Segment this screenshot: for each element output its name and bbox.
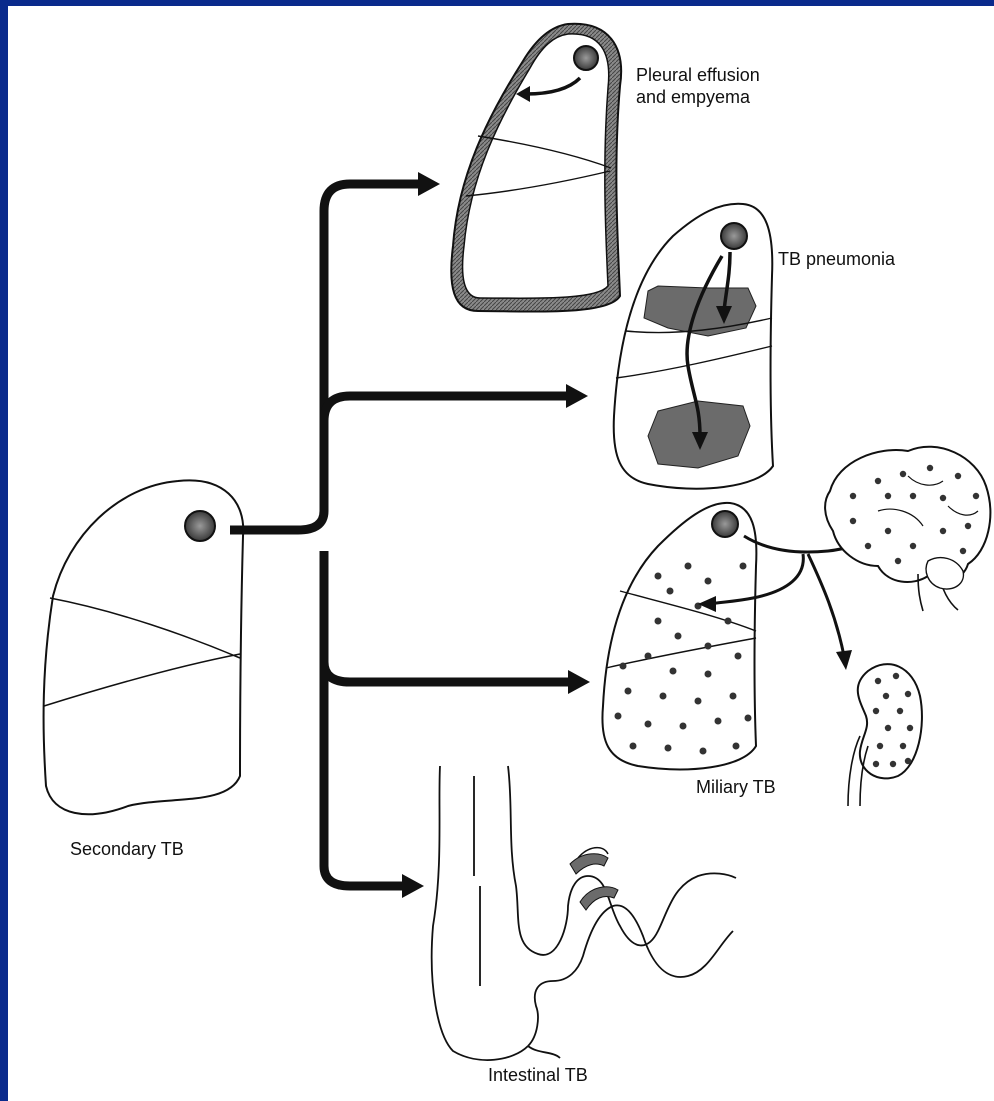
tubercle-dot: [885, 725, 891, 731]
pleural-effusion-label-line2: and empyema: [636, 86, 760, 108]
primary-lesion: [185, 511, 215, 541]
tubercle-dot: [670, 668, 677, 675]
tubercle-dot: [700, 748, 707, 755]
tubercle-dot: [740, 563, 747, 570]
tubercle-dot: [897, 708, 903, 714]
tubercle-dot: [875, 478, 881, 484]
tubercle-dot: [645, 721, 652, 728]
intestinal-tb-label: Intestinal TB: [488, 1064, 588, 1086]
tubercle-dot: [905, 758, 911, 764]
tubercle-dot: [850, 518, 856, 524]
brain: [825, 447, 990, 611]
tubercle-dot: [940, 528, 946, 534]
tubercle-dot: [940, 495, 946, 501]
tubercle-dot: [960, 548, 966, 554]
tubercle-dot: [695, 698, 702, 705]
tb-pneumonia-label: TB pneumonia: [778, 248, 895, 270]
tubercle-dot: [665, 745, 672, 752]
secondary-tb-label: Secondary TB: [70, 838, 184, 860]
tubercle-dot: [883, 693, 889, 699]
tubercle-dot: [885, 528, 891, 534]
tubercle-dot: [850, 493, 856, 499]
tubercle-dot: [685, 563, 692, 570]
tubercle-dot: [645, 653, 652, 660]
tubercle-dot: [620, 663, 627, 670]
tubercle-dot: [625, 688, 632, 695]
tubercle-dot: [865, 543, 871, 549]
tubercle-dot: [735, 653, 742, 660]
pleural-effusion-lung: [451, 24, 621, 312]
tubercle-dot: [705, 671, 712, 678]
tubercle-dot: [705, 643, 712, 650]
tubercle-dot: [655, 618, 662, 625]
miliary-tb-label: Miliary TB: [696, 776, 776, 798]
tubercle-dot: [680, 723, 687, 730]
tubercle-dot: [910, 543, 916, 549]
tubercle-dot: [630, 743, 637, 750]
tb-pneumonia-lung: [614, 204, 773, 489]
tubercle-dot: [873, 708, 879, 714]
tubercle-dot: [907, 725, 913, 731]
tubercle-dot: [885, 493, 891, 499]
tubercle-dot: [615, 713, 622, 720]
tubercle-dot: [910, 493, 916, 499]
tubercle-dot: [660, 693, 667, 700]
tubercle-dot: [973, 493, 979, 499]
tubercle-dot: [667, 588, 674, 595]
tubercle-dot: [655, 573, 662, 580]
pleural-effusion-label-line1: Pleural effusion: [636, 64, 760, 86]
tubercle-dot: [900, 743, 906, 749]
tubercle-dot: [675, 633, 682, 640]
tubercle-dot: [705, 578, 712, 585]
tubercle-dot: [875, 678, 881, 684]
intestine: [432, 766, 736, 1060]
tubercle-dot: [965, 523, 971, 529]
diagram-canvas: Pleural effusion and empyema TB pneumoni…: [8, 6, 994, 1101]
tubercle-dot: [955, 473, 961, 479]
tubercle-dot: [890, 761, 896, 767]
tubercle-dot: [900, 471, 906, 477]
tubercle-dot: [905, 691, 911, 697]
miliary-tb-lung: [602, 503, 862, 770]
tubercle-dot: [927, 465, 933, 471]
tubercle-dot: [725, 618, 732, 625]
tubercle-dot: [733, 743, 740, 750]
secondary-tb-lung: [44, 480, 244, 814]
pleural-effusion-label: Pleural effusion and empyema: [636, 64, 760, 108]
tubercle-dot: [895, 558, 901, 564]
tb-spread-diagram: [8, 6, 994, 1101]
tubercle-dot: [873, 761, 879, 767]
kidney: [848, 664, 922, 806]
tubercle-dot: [893, 673, 899, 679]
tubercle-dot: [745, 715, 752, 722]
tubercle-dot: [715, 718, 722, 725]
tubercle-dot: [730, 693, 737, 700]
tubercle-dot: [877, 743, 883, 749]
